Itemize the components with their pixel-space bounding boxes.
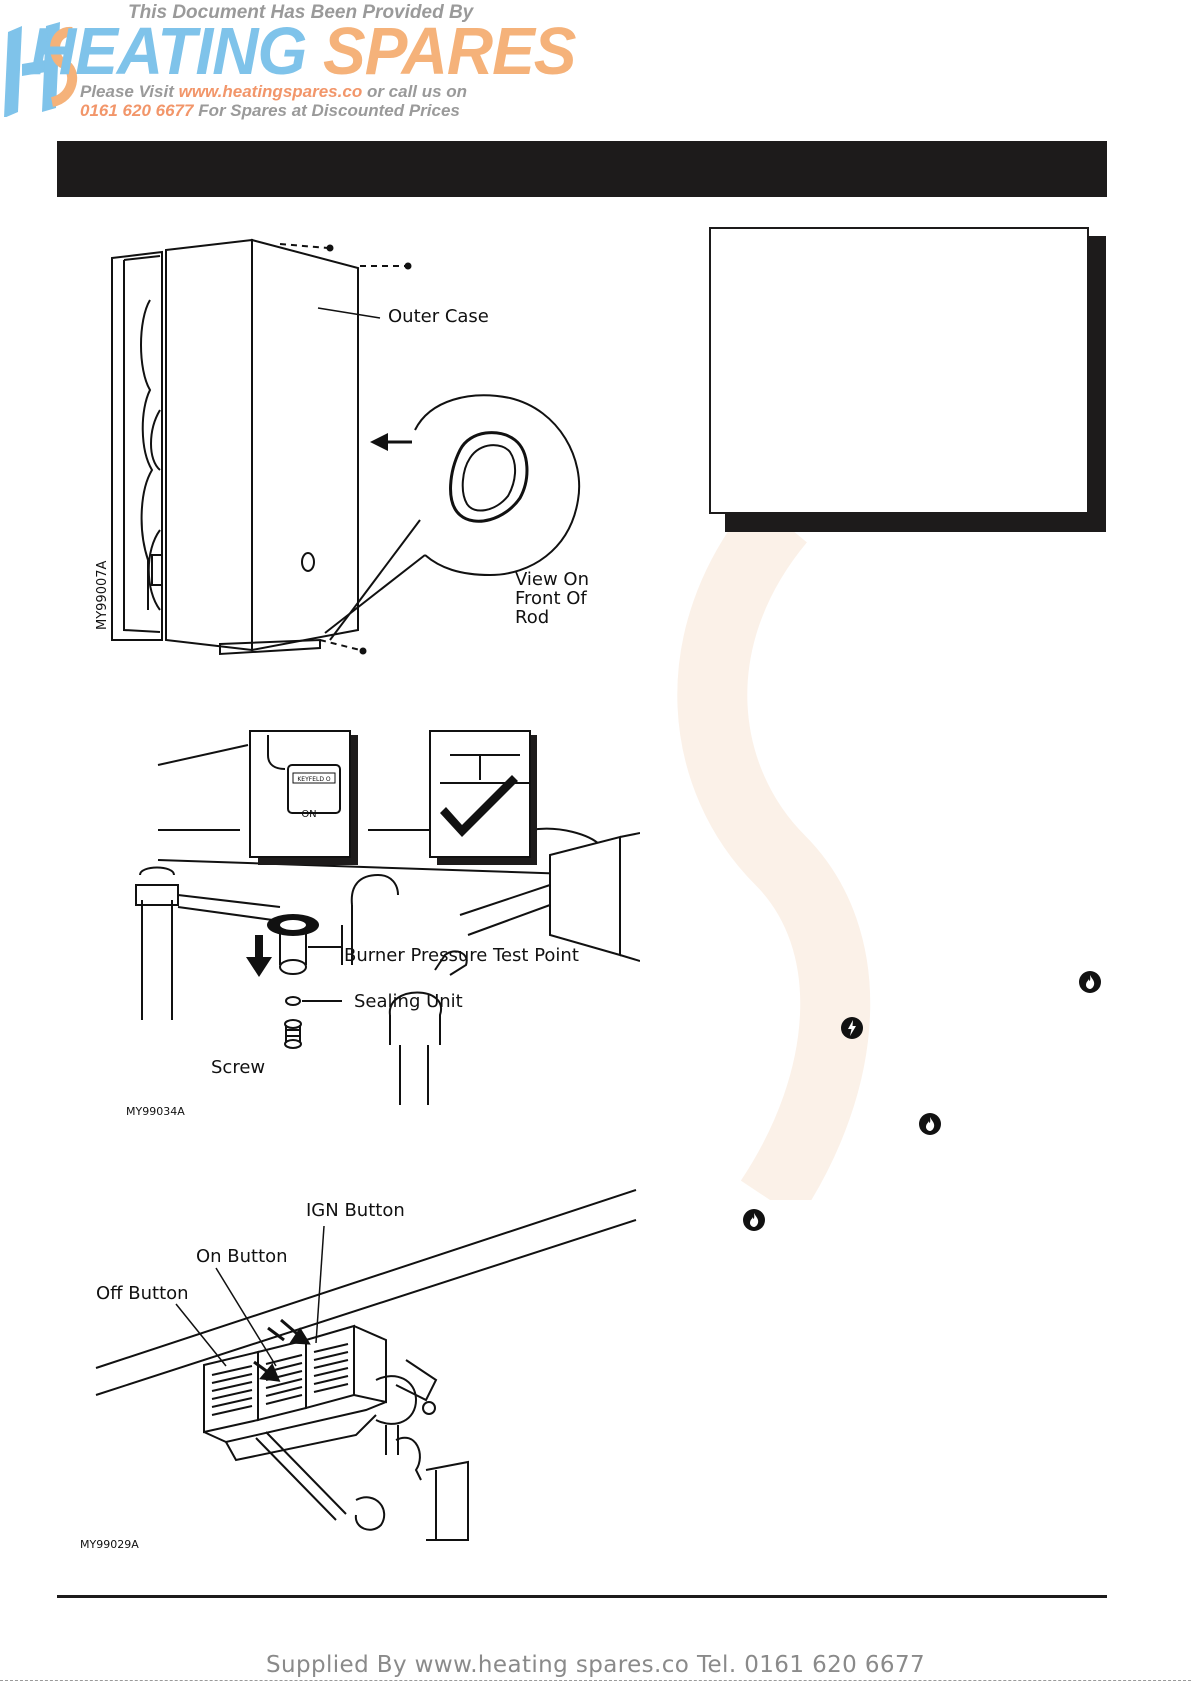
down-arrow-icon [246,935,272,977]
watermark-banner: This Document Has Been Provided By HEATI… [0,0,576,125]
flame-icon [1079,971,1101,993]
figure-burner-pressure: ON KEYFELD O Burner Pressure Test Point … [126,730,640,1118]
footer-rule [57,1595,1107,1598]
press-arrows-icon [253,1318,311,1382]
footer-supplied-by: Supplied By www.heating spares.co Tel. 0… [265,1652,926,1678]
figure3-code: MY99029A [80,1538,139,1551]
figure1-code: MY99007A [95,560,110,630]
hs-logo-mark-icon [4,22,77,117]
watermark-line-provided: This Document Has Been Provided By [128,2,474,23]
brand-spares: SPARES [323,13,576,89]
figure2-code: MY99034A [126,1105,185,1118]
phone-suffix: For Spares at Discounted Prices [198,101,460,120]
flame-icon [743,1209,765,1231]
label-test-point: Burner Pressure Test Point [344,945,579,966]
meter-on-label: ON [301,809,316,820]
lightning-icon [841,1017,863,1039]
label-view-on-2: Front Of [515,588,587,609]
footer-dotted-line [0,1680,1191,1681]
background-swirl-watermark [677,520,871,1200]
info-box [709,227,1089,514]
visit-suffix: or call us on [366,82,468,101]
label-screw: Screw [211,1057,265,1078]
direction-arrow-icon [370,433,412,451]
watermark-line-visit: Please Visit www.heatingspares.co or cal… [80,82,467,102]
label-view-on-3: Rod [515,607,549,628]
visit-prefix: Please Visit [80,82,174,101]
watermark-brand: HEATING SPARES [30,12,576,90]
phone-number: 0161 620 6677 [80,101,194,120]
label-off-button: Off Button [96,1283,189,1304]
watermark-line-phone: 0161 620 6677 For Spares at Discounted P… [80,101,460,121]
figure-valve-buttons: IGN Button On Button Off Button MY99029A [80,1189,637,1551]
meter-plate-label: KEYFELD O [297,776,331,783]
section-header-bar [57,141,1107,197]
label-ign-button: IGN Button [306,1200,405,1221]
flame-icon [919,1113,941,1135]
brand-heating: HEATING [30,13,307,89]
label-sealing-unit: Sealing Unit [354,991,463,1012]
checkmark-icon [440,775,518,837]
label-outer-case: Outer Case [388,306,489,327]
label-on-button: On Button [196,1246,288,1267]
figure-outer-case: Outer Case View On Front Of Rod MY99007A [95,238,589,656]
label-view-on-1: View On [515,569,589,590]
visit-url[interactable]: www.heatingspares.co [178,82,363,101]
